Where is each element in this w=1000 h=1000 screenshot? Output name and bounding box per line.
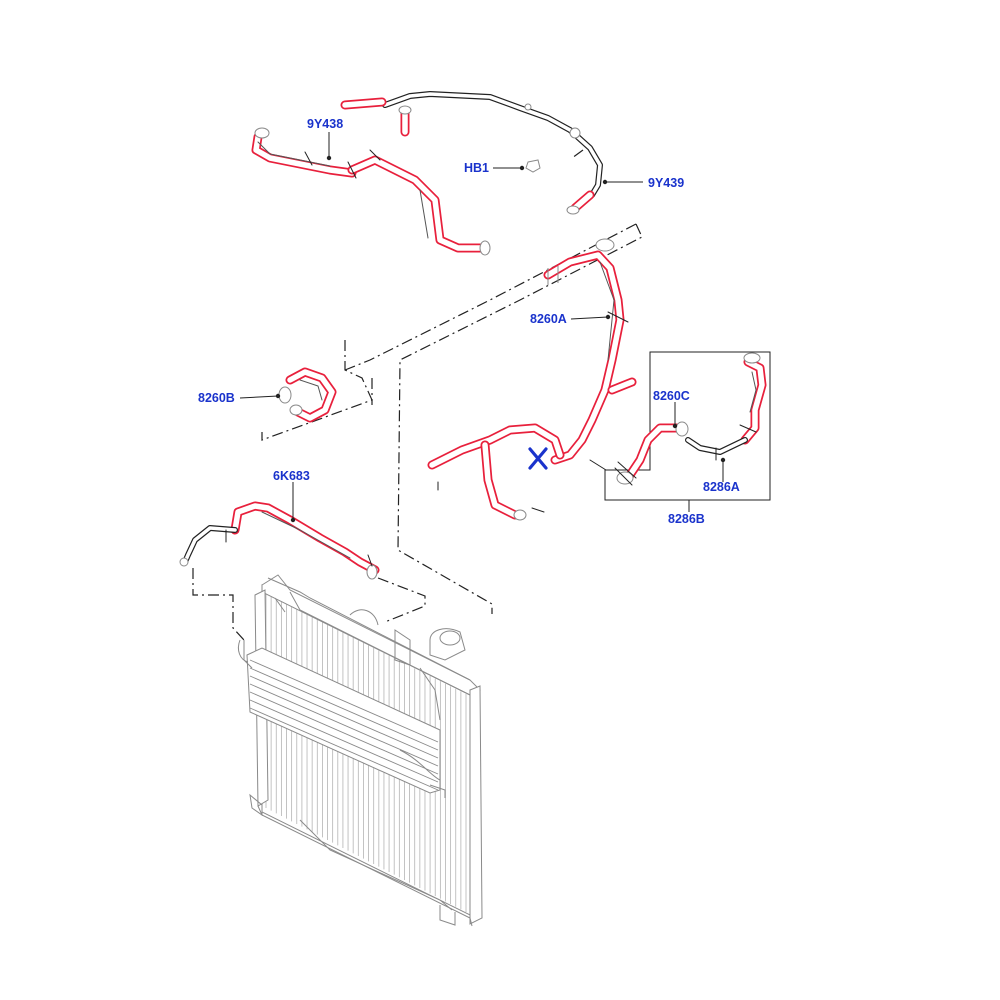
- hose-group-box-8286b: [604, 351, 771, 501]
- heater-pipe-9y439: [340, 91, 603, 215]
- oil-cooler-line: [249, 659, 439, 743]
- oil-cooler-line: [249, 691, 439, 775]
- callout-8260a: 8260A: [530, 312, 567, 326]
- oil-cooler-line: [249, 699, 439, 783]
- hb1-clip: [525, 159, 541, 173]
- oil-cooler-hose-6k683: [179, 501, 380, 580]
- callout-8286a: 8286A: [703, 480, 740, 494]
- heater-hose-9y438: [251, 105, 491, 256]
- oil-cooler-line: [249, 707, 439, 791]
- upper-radiator-hose-8260a: [427, 238, 637, 521]
- hose-8260b: [278, 367, 337, 423]
- callout-8260b: 8260B: [198, 391, 235, 405]
- callout-8286b: 8286B: [668, 512, 705, 526]
- blue-x-marker: [528, 447, 548, 470]
- callout-hb1: HB1: [464, 161, 490, 175]
- oil-cooler-line: [249, 683, 439, 767]
- leader-lines: [239, 132, 726, 523]
- callout-9y439: 9Y439: [648, 176, 685, 190]
- oil-cooler-line: [249, 675, 439, 759]
- callout-9y438: 9Y438: [307, 117, 344, 131]
- callout-8260c: 8260C: [653, 389, 690, 403]
- radiator-assembly: [237, 574, 483, 927]
- dashed-connection-lines: [192, 149, 643, 641]
- oil-cooler-line: [249, 667, 439, 751]
- callout-6k683: 6K683: [273, 469, 310, 483]
